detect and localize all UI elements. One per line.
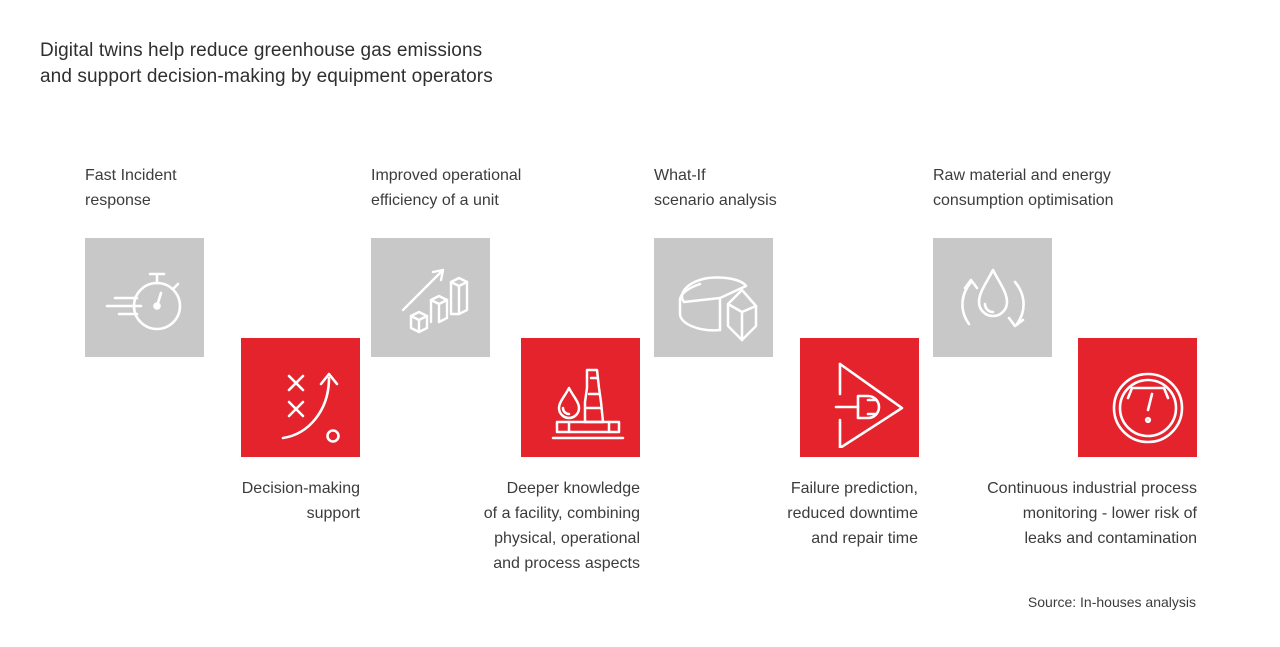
item-label-facility-knowledge: Deeper knowledge of a facility, combinin… xyxy=(483,480,640,572)
item-label-failure-prediction: Failure prediction, reduced downtime and… xyxy=(787,480,918,547)
item-label-decision-making: Decision-making support xyxy=(241,480,360,522)
gauge-icon xyxy=(1112,372,1183,443)
tile-decision-making xyxy=(241,338,360,457)
source-note: Source: In-houses analysis xyxy=(1027,594,1196,610)
growth-chart-icon xyxy=(401,268,468,333)
tile-raw-material xyxy=(933,238,1052,357)
pie-chart-icon xyxy=(678,275,757,341)
tile-what-if xyxy=(654,238,773,357)
item-label-raw-material: Raw material and energy consumption opti… xyxy=(933,167,1114,209)
item-label-fast-incident: Fast Incident response xyxy=(85,167,177,209)
item-label-what-if: What-If scenario analysis xyxy=(654,167,777,209)
item-label-process-monitoring: Continuous industrial process monitoring… xyxy=(987,480,1197,547)
plug-triangle-icon xyxy=(834,362,903,448)
tile-failure-prediction xyxy=(800,338,919,457)
item-label-operational-efficiency: Improved operational efficiency of a uni… xyxy=(371,167,522,209)
stopwatch-icon xyxy=(105,272,181,330)
strategy-icon xyxy=(281,372,340,443)
facility-drop-icon xyxy=(551,368,624,439)
drop-cycle-icon xyxy=(960,268,1025,327)
tile-operational-efficiency xyxy=(371,238,490,357)
tile-fast-incident xyxy=(85,238,204,357)
tile-process-monitoring xyxy=(1078,338,1197,457)
tile-facility-knowledge xyxy=(521,338,640,457)
page-title: Digital twins help reduce greenhouse gas… xyxy=(40,40,493,87)
